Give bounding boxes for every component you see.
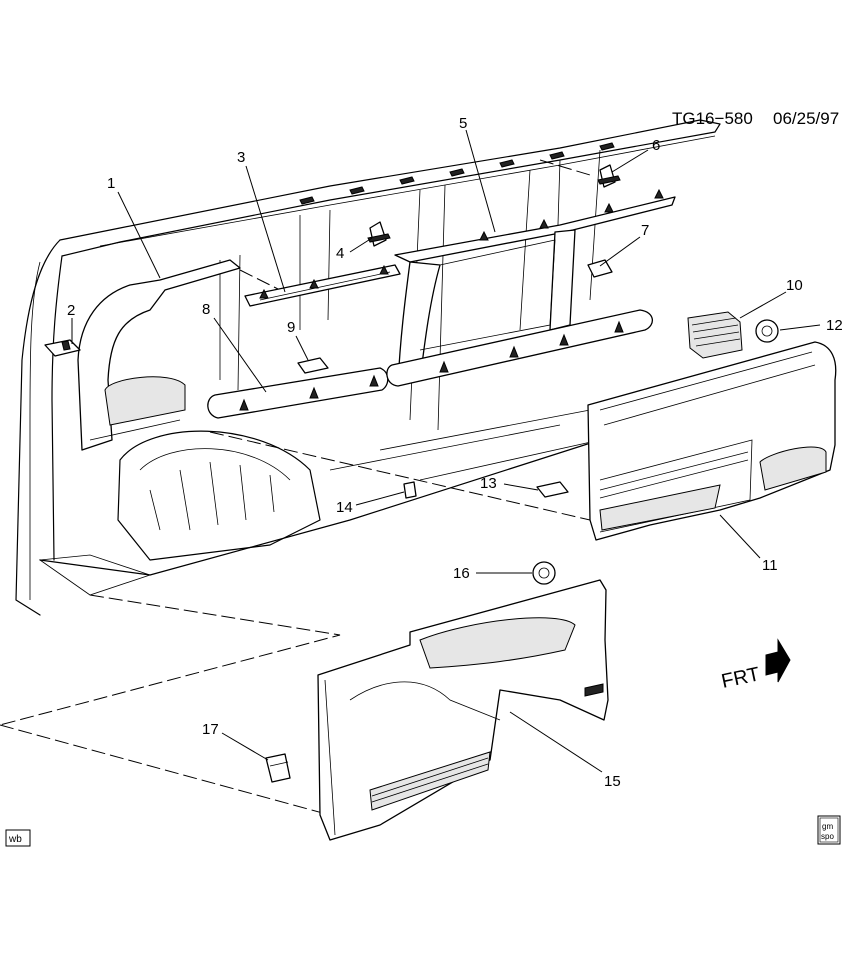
part-3-header-trim: [244, 264, 401, 307]
corner-tag-left: wb: [5, 829, 31, 847]
part-1-pillar-trim: [77, 259, 241, 451]
part-8-rail-trim: [207, 309, 653, 419]
part-16-grommet: [532, 561, 556, 585]
rail-clips: [239, 188, 664, 411]
callout-2: 2: [67, 302, 75, 319]
part-14-clip: [403, 481, 417, 499]
vehicle-body: [15, 119, 721, 616]
part-5-window-trim: [394, 196, 676, 386]
callout-4: 4: [336, 245, 344, 262]
callout-11: 11: [762, 557, 778, 574]
callout-8: 8: [202, 301, 210, 318]
diagram-date: 06/25/97: [773, 109, 839, 128]
callout-16: 16: [453, 565, 470, 582]
callout-12: 12: [826, 317, 843, 334]
corner-tag-right: gm spo: [817, 815, 841, 845]
tag-gm: gm: [822, 822, 833, 831]
part-2-clip: [44, 339, 81, 357]
leader-lines: [71, 129, 821, 773]
callout-1: 1: [107, 175, 115, 192]
part-11-rear-trim-panel: [587, 341, 837, 541]
callout-17: 17: [202, 721, 219, 738]
arrow-right-icon: [765, 638, 791, 683]
callout-13: 13: [480, 475, 497, 492]
tag-spo: spo: [821, 832, 834, 841]
callout-5: 5: [459, 115, 467, 132]
callout-14: 14: [336, 499, 353, 516]
part-17-clip: [265, 753, 291, 783]
callout-10: 10: [786, 277, 803, 294]
front-direction-indicator: FRT: [719, 638, 791, 693]
front-label: FRT: [719, 663, 761, 693]
tag-wb: wb: [8, 834, 22, 845]
callout-6: 6: [652, 137, 660, 154]
callout-9: 9: [287, 319, 295, 336]
assembly-dash-lines: [0, 159, 591, 816]
part-4-clip: [367, 221, 391, 247]
part-15-quarter-trim-panel: [317, 579, 609, 841]
callout-3: 3: [237, 149, 245, 166]
part-6-clip: [597, 164, 621, 188]
callout-labels: 1 2 3 4 5 6 7 8 9 10 11 12 13 14 15 16 1…: [67, 115, 843, 790]
callout-15: 15: [604, 773, 621, 790]
part-10-speaker-grille: [687, 311, 743, 359]
diagram-code: TG16−580: [672, 109, 753, 128]
part-12-grommet: [755, 319, 779, 343]
part-13-clip: [536, 481, 569, 498]
part-9-clip: [297, 357, 329, 374]
callout-7: 7: [641, 222, 649, 239]
part-7-clip: [587, 259, 613, 278]
